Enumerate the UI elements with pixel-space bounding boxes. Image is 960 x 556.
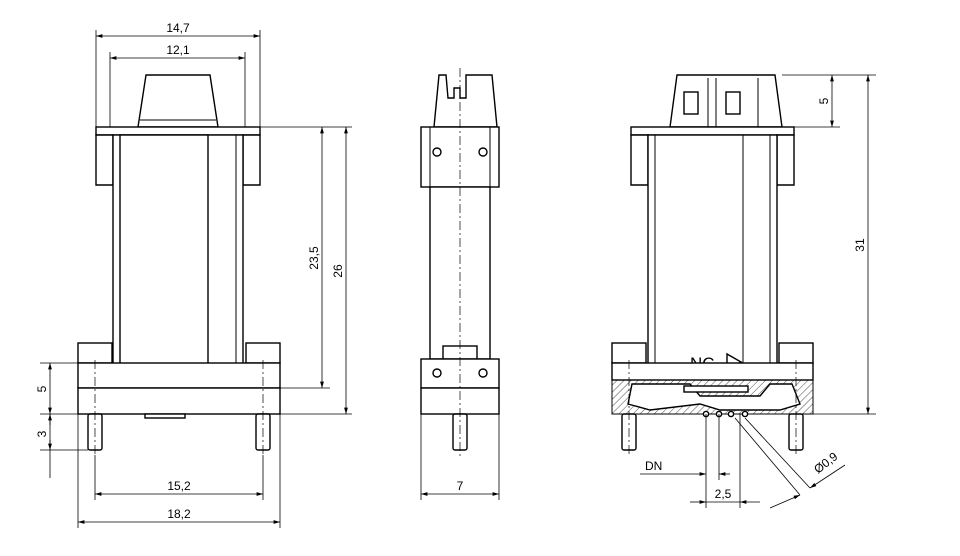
dim-31: 31 — [853, 238, 867, 252]
dim-2-5: 2,5 — [715, 487, 732, 501]
dim-23-5: 23,5 — [307, 246, 321, 270]
section-left-tab — [630, 134, 649, 186]
section-port-right — [727, 410, 735, 418]
front-top-cap — [137, 74, 219, 128]
side-screw-bottom-right — [478, 368, 488, 378]
dim-12-1: 12,1 — [166, 43, 190, 57]
section-view: NC — [611, 74, 814, 455]
front-port-stub — [144, 413, 186, 419]
dim-26: 26 — [331, 264, 345, 278]
dim-5-right: 5 — [817, 97, 831, 104]
dim-7: 7 — [457, 479, 464, 493]
side-view — [420, 68, 500, 456]
section-window-left — [683, 91, 699, 115]
section-body — [647, 134, 778, 380]
dim-3: 3 — [35, 430, 49, 437]
side-top-cap — [433, 74, 498, 128]
dim-18-2: 18,2 — [167, 507, 191, 521]
section-port-outer — [741, 410, 749, 418]
dim-15-2: 15,2 — [167, 479, 191, 493]
side-screw-top-left — [432, 147, 442, 157]
dim-14-7: 14,7 — [166, 21, 190, 35]
front-left-tab — [95, 134, 114, 186]
section-cavity — [627, 383, 801, 411]
side-dimensions: 7 — [420, 414, 500, 500]
side-screw-top-right — [478, 147, 488, 157]
front-right-tab — [242, 134, 261, 186]
dim-diameter: Ø0,9 — [811, 449, 840, 476]
front-base-upper — [77, 362, 281, 389]
side-screw-bottom-left — [432, 368, 442, 378]
front-base — [77, 387, 281, 415]
front-dimensions: 14,7 12,1 23,5 26 5 3 15,2 — [35, 21, 352, 528]
section-upper-flange — [630, 126, 795, 136]
section-diaphragm — [683, 385, 749, 393]
front-upper-flange — [95, 126, 261, 136]
dim-5-left: 5 — [35, 385, 49, 392]
section-window-right — [725, 91, 741, 115]
section-right-tab — [776, 134, 795, 186]
front-body-left-panel — [119, 134, 209, 380]
section-base-upper — [611, 362, 814, 381]
front-view — [77, 74, 281, 455]
dim-dn: DN — [645, 459, 662, 473]
